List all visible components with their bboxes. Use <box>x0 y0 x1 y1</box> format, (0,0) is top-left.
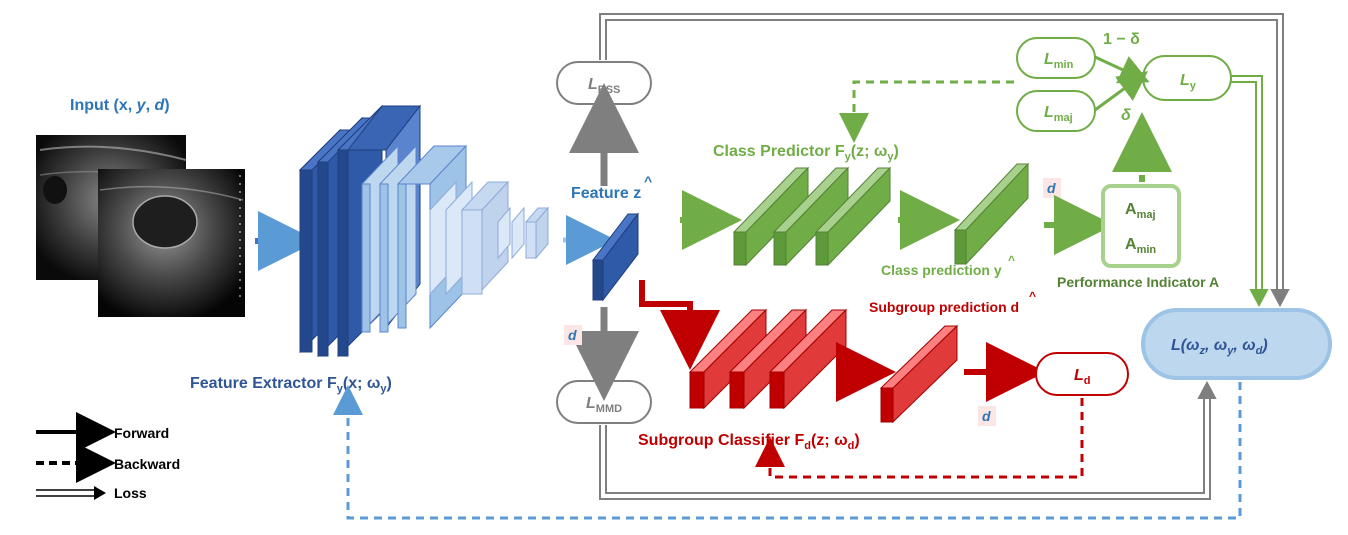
class-prediction-vector <box>953 162 1030 266</box>
d-tag-subgroup: d <box>982 408 991 424</box>
d-tag-bg <box>978 406 996 426</box>
loss-path-bss <box>599 13 1290 308</box>
loss-mmd-label: LMMD <box>586 395 622 415</box>
extractor-layer <box>511 206 525 260</box>
subgroup-prediction-label: Subgroup prediction d <box>869 299 1019 315</box>
one-minus-delta-label: 1 − δ <box>1103 31 1140 48</box>
a-min-label: Amin <box>1125 236 1156 256</box>
subgroup-classifier-label: Subgroup Classifier Fd(z; ωd) <box>638 432 860 452</box>
d-tag-bg <box>564 325 582 345</box>
legend-forward-label: Forward <box>114 425 169 441</box>
legend-backward-label: Backward <box>114 456 180 472</box>
feature-extractor-network <box>298 104 550 358</box>
loss-y-label: Ly <box>1180 72 1197 92</box>
total-loss-node <box>1141 308 1332 380</box>
loss-maj-node <box>1016 90 1096 132</box>
subgroup-layer <box>688 308 768 410</box>
ultrasound-image-front <box>98 169 245 317</box>
subgroup-classifier-network <box>688 308 848 410</box>
feature-hat-mark: ^ <box>644 173 652 189</box>
extractor-layer <box>524 206 550 260</box>
loss-mmd-node <box>556 380 652 424</box>
feature-label: Feature z <box>571 185 641 202</box>
loss-min-label: Lmin <box>1044 51 1074 71</box>
feature-extractor-label: Feature Extractor Fy(x; ωy) <box>190 375 392 395</box>
a-maj-label: Amaj <box>1125 201 1156 221</box>
maj-to-ly-arrow <box>1094 71 1149 112</box>
d-tag-bg <box>1043 178 1061 198</box>
extractor-backward-arrow <box>333 382 1242 520</box>
feature-vector <box>591 212 640 302</box>
class-prediction-label: Class prediction y <box>881 262 1002 278</box>
min-to-ly-arrow <box>1094 55 1150 84</box>
extractor-layer <box>497 206 511 260</box>
performance-indicator-label: Performance Indicator A <box>1057 274 1219 290</box>
loss-path-mmd <box>599 380 1217 500</box>
loss-path-ly <box>1231 75 1269 308</box>
loss-min-node <box>1016 37 1096 79</box>
subgroup-layer <box>768 308 848 410</box>
subgroup-prediction-hat: ^ <box>1029 289 1036 303</box>
class-layer <box>814 166 892 267</box>
d-tag-class: d <box>1047 180 1056 196</box>
class-backward-arrow <box>839 80 1014 143</box>
extractor-layer <box>460 180 510 295</box>
legend-loss-label: Loss <box>114 485 147 501</box>
loss-d-node <box>1035 352 1129 396</box>
performance-indicator-box <box>1101 184 1181 268</box>
input-label: Input (x, y, d) <box>70 97 170 114</box>
total-loss-label: L(ωz, ωy, ωd) <box>1171 337 1268 357</box>
subgroup-prediction-vector <box>879 324 959 424</box>
loss-bss-node <box>556 61 652 105</box>
legend: Forward Backward Loss <box>36 412 180 501</box>
class-layer <box>732 166 810 267</box>
loss-d-label: Ld <box>1074 367 1091 387</box>
class-predictor-label: Class Predictor Fy(z; ωy) <box>713 143 899 163</box>
legend-loss-arrowhead <box>94 486 106 500</box>
class-predictor-network <box>732 166 892 267</box>
class-prediction-hat: ^ <box>1008 253 1015 267</box>
feature-to-subgroup-arrow <box>639 280 720 370</box>
loss-maj-label: Lmaj <box>1044 104 1073 124</box>
delta-label: δ <box>1121 107 1131 124</box>
d-tag-mmd: d <box>568 327 577 343</box>
